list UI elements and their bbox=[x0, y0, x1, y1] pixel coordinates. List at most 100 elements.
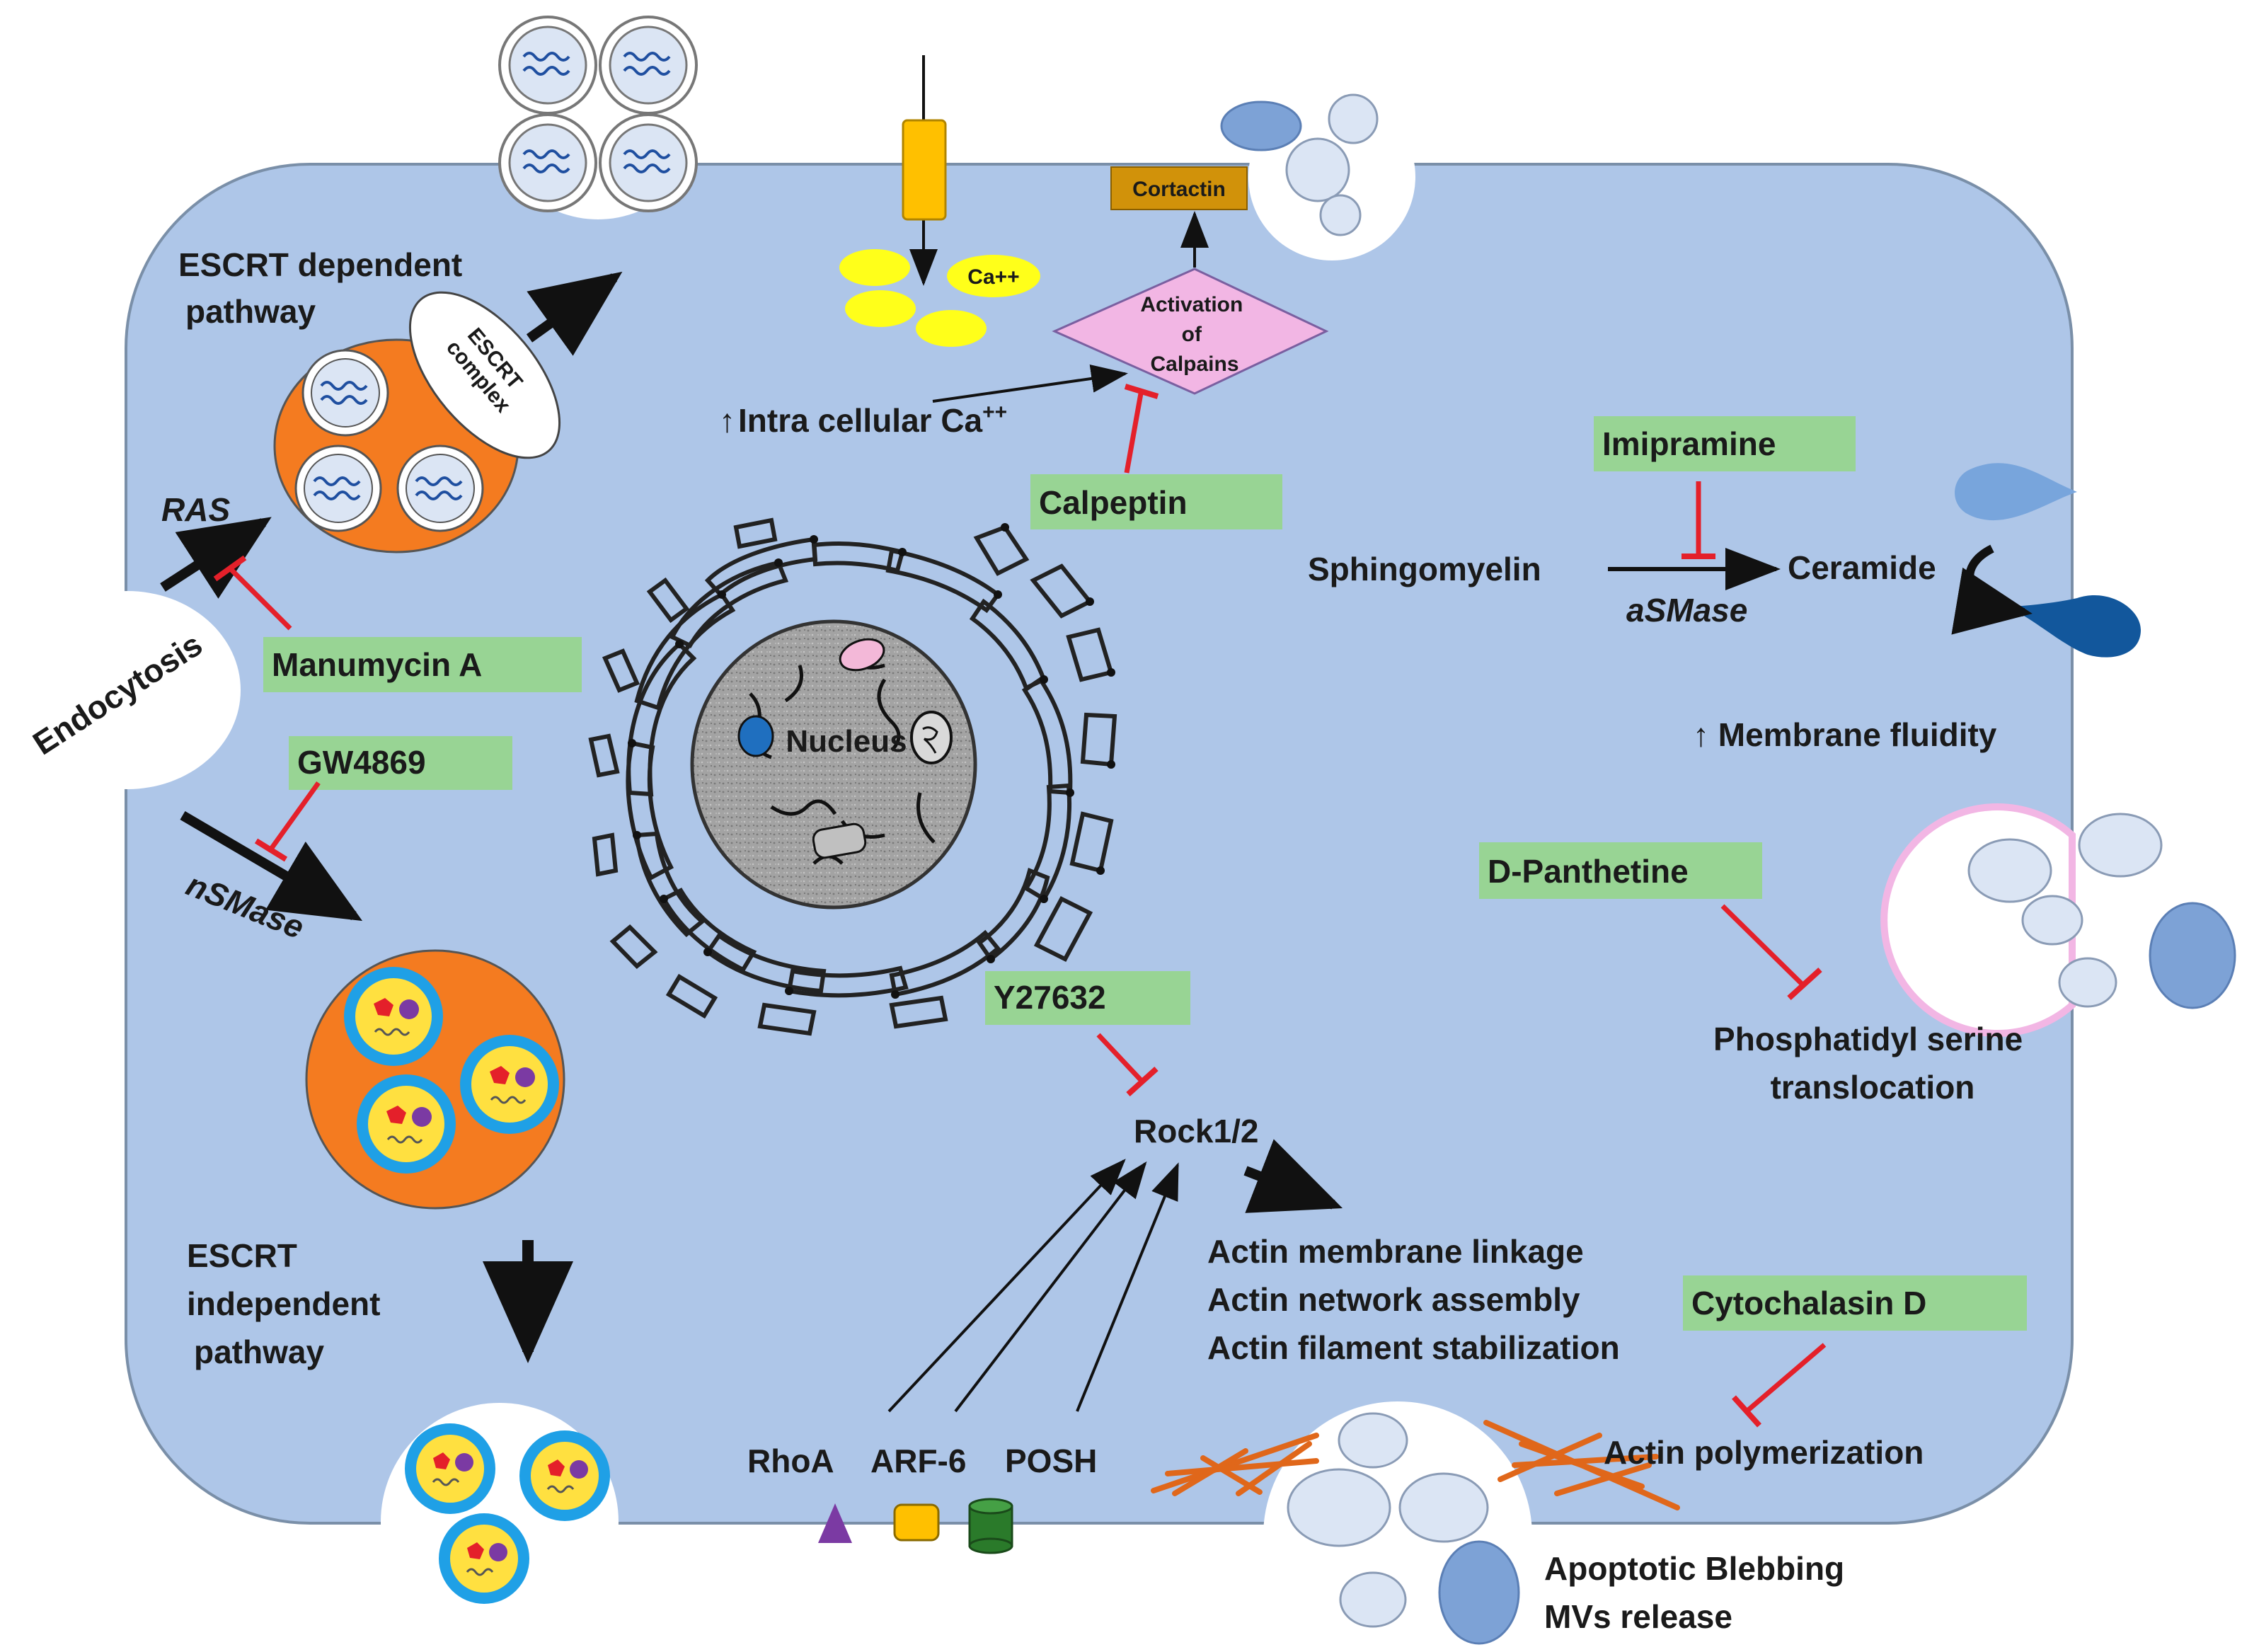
arf6-label: ARF-6 bbox=[870, 1442, 966, 1479]
ras-label: RAS bbox=[161, 491, 230, 528]
asmase-label: aSMase bbox=[1626, 592, 1747, 629]
escrt-independent-label: ESCRT independent pathway bbox=[187, 1237, 389, 1370]
endoplasmic-reticulum bbox=[588, 517, 1117, 1036]
drug-calpeptin: Calpeptin bbox=[1030, 474, 1282, 529]
escrt-complex bbox=[408, 291, 561, 459]
ceramide-label: Ceramide bbox=[1788, 549, 1936, 586]
d-panthetine-inhibition-line bbox=[1720, 904, 1805, 987]
ps-vesicle bbox=[2058, 957, 2117, 1008]
actin-filaments-left bbox=[1151, 1433, 1319, 1496]
ps-vesicle bbox=[2078, 813, 2163, 878]
rock-to-actin-arrow bbox=[1243, 1139, 1343, 1213]
apoptotic-vesicle bbox=[1398, 1472, 1489, 1543]
ps-translocation-label: Phosphatidyl serine translocation bbox=[1713, 1021, 2032, 1106]
apoptotic-vesicle bbox=[1287, 1468, 1391, 1547]
actin-polymerization-label: Actin polymerization bbox=[1604, 1434, 1924, 1471]
intra-ca-label: ↑Intra cellular Ca++ bbox=[719, 401, 1007, 439]
svg-text:Calpeptin: Calpeptin bbox=[1039, 484, 1188, 521]
cortactin-box bbox=[1110, 166, 1248, 210]
released-exosome bbox=[405, 1423, 495, 1514]
svg-text:Manumycin A: Manumycin A bbox=[272, 646, 482, 683]
nucleus-label: Nucleus bbox=[786, 724, 907, 759]
droplet-dark-icon bbox=[2006, 595, 2141, 658]
cytochalasin-inhibition-line bbox=[1744, 1343, 1827, 1413]
apoptotic-vesicle bbox=[1338, 1412, 1408, 1469]
exosome bbox=[344, 967, 443, 1066]
actin-effects-label: Actin membrane linkage Actin network ass… bbox=[1207, 1233, 1620, 1366]
apoptotic-vesicle bbox=[1339, 1571, 1407, 1628]
manumycin-inhibition-bar bbox=[213, 555, 247, 582]
ps-vesicle bbox=[1967, 838, 2052, 903]
rhoa-to-rock-arrow bbox=[887, 1159, 1126, 1413]
drug-manumycin: Manumycin A bbox=[263, 637, 582, 692]
ca-ion-label: Ca++ bbox=[967, 265, 1019, 289]
bleb-vesicle-dark bbox=[1220, 101, 1302, 151]
calpeptin-inhibition-line bbox=[1124, 393, 1144, 474]
calcium-channel bbox=[902, 119, 947, 221]
actin-filaments-right bbox=[1483, 1420, 1680, 1510]
rhoa-label: RhoA bbox=[747, 1442, 834, 1479]
calpain-diamond bbox=[1052, 268, 1329, 395]
escrt-independent-mvb bbox=[305, 949, 565, 1210]
cytochalasin-inhibition-bar bbox=[1732, 1395, 1761, 1428]
nucleolus-blue bbox=[737, 715, 774, 757]
endocytosis-to-escrt-arrow bbox=[160, 517, 272, 599]
drug-y27632: Y27632 bbox=[985, 971, 1190, 1025]
released-exosome bbox=[519, 1430, 610, 1521]
bleb-vesicle-light bbox=[1319, 194, 1362, 236]
top-released-vesicles bbox=[498, 16, 698, 212]
ps-vesicle-dark bbox=[2149, 902, 2236, 1009]
drug-imipramine: Imipramine bbox=[1594, 416, 1856, 471]
released-vesicle bbox=[599, 16, 698, 115]
ca-ion-labeled bbox=[947, 255, 1040, 297]
endocytosis-pit bbox=[14, 591, 241, 789]
arf6-square-icon bbox=[893, 1503, 940, 1542]
posh-cylinder-icon bbox=[968, 1498, 1013, 1554]
drug-d-panthetine: D-Panthetine bbox=[1479, 842, 1762, 899]
svg-text:Imipramine: Imipramine bbox=[1602, 425, 1776, 462]
ca-ion bbox=[916, 310, 987, 347]
nucleolus-dark bbox=[910, 711, 953, 764]
svg-text:Y27632: Y27632 bbox=[994, 979, 1106, 1016]
apoptotic-vesicle-dark bbox=[1438, 1540, 1520, 1645]
released-vesicle bbox=[599, 113, 698, 212]
nucleus: Nucleus bbox=[690, 619, 977, 910]
escrt-dependent-mvb: ESCRT complex bbox=[273, 291, 561, 553]
membrane-fluidity-label: ↑ Membrane fluidity bbox=[1693, 716, 1997, 753]
sphingomyelin-label: Sphingomyelin bbox=[1308, 551, 1541, 587]
released-vesicle bbox=[498, 113, 597, 212]
released-vesicle bbox=[498, 16, 597, 115]
cortactin-label: Cortactin bbox=[1132, 178, 1226, 201]
calpeptin-inhibition-bar bbox=[1124, 384, 1159, 399]
mvb-to-release-arrow bbox=[526, 271, 623, 356]
exosome bbox=[460, 1035, 559, 1134]
ca-ion bbox=[839, 249, 910, 286]
posh-to-rock-arrow bbox=[1076, 1162, 1179, 1412]
ca-ion bbox=[845, 290, 916, 327]
rhoa-triangle-icon bbox=[818, 1503, 852, 1543]
ilv bbox=[301, 349, 389, 437]
gw4869-inhibition-bar bbox=[254, 838, 288, 862]
endocytosis-to-escrt-independent-arrow bbox=[180, 810, 363, 922]
drug-gw4869: GW4869 bbox=[289, 736, 512, 790]
ceramide-curve-arrow bbox=[1951, 544, 2033, 635]
nucleolus-pink bbox=[839, 638, 885, 672]
svg-text:D-Panthetine: D-Panthetine bbox=[1488, 853, 1689, 890]
bleb-vesicle-light bbox=[1328, 93, 1379, 144]
nucleolus-box bbox=[812, 822, 867, 859]
d-panthetine-inhibition-bar bbox=[1787, 968, 1822, 1000]
gw4869-inhibition-line bbox=[270, 781, 321, 850]
apoptotic-label: Apoptotic Blebbing MVs release bbox=[1544, 1550, 1853, 1635]
svg-text:Cytochalasin D: Cytochalasin D bbox=[1691, 1285, 1926, 1321]
arf6-to-rock-arrow bbox=[954, 1161, 1147, 1413]
ps-vesicle bbox=[2021, 895, 2083, 946]
escrt-dependent-label: ESCRT dependent pathway bbox=[178, 246, 471, 330]
ca-to-calpain-arrow bbox=[932, 365, 1128, 403]
y27632-inhibition-bar bbox=[1126, 1067, 1159, 1096]
calpains-label: Activation of Calpains bbox=[1140, 293, 1248, 376]
released-exosomes-bottom bbox=[405, 1423, 610, 1604]
er-ribosomes bbox=[628, 523, 1115, 999]
posh-label: POSH bbox=[1005, 1442, 1097, 1479]
ilv bbox=[396, 444, 484, 532]
